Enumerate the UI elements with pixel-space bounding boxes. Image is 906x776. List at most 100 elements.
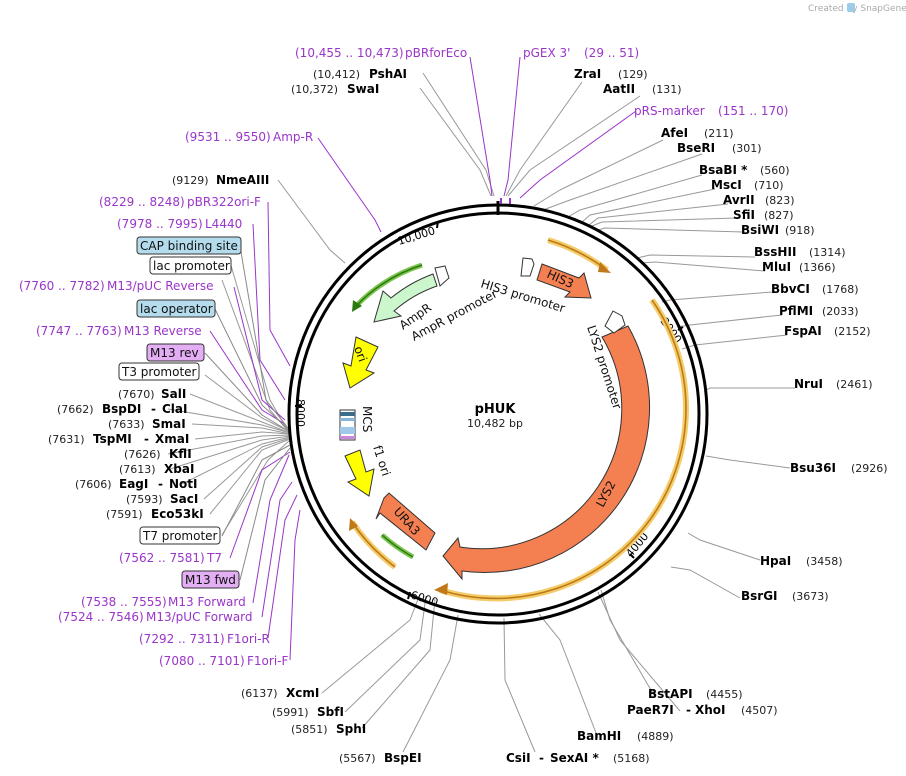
primer-name: pRS-marker: [634, 104, 705, 118]
site-pos: (4455): [706, 688, 743, 701]
site-name: MluI: [762, 260, 791, 274]
feature-box-lac-operator: [136, 299, 216, 318]
site-name: SmaI: [152, 417, 186, 431]
site-name: SfiI: [733, 208, 755, 222]
site-name: BsrGI: [741, 589, 778, 603]
primer-name: F1ori-R: [227, 632, 270, 646]
site-name: PflMI: [779, 304, 813, 318]
site-pos: (827): [764, 209, 794, 222]
site-name: FspAI: [784, 324, 822, 338]
site-pos: (129): [618, 68, 648, 81]
site-pos: (1768): [822, 283, 859, 296]
ampr-extent-line: [356, 264, 423, 306]
primer-range: (7524 .. 7546): [58, 610, 144, 624]
site-name: BstAPI: [648, 687, 693, 701]
site-name: XcmI: [286, 686, 319, 700]
site-name: AfeI: [661, 126, 688, 140]
tick-label: 8000: [294, 399, 307, 427]
right-labels: ZraI (129) AatII (131) pRS-marker (151 .…: [506, 67, 888, 765]
left-labels: (9531 .. 9550) Amp-R (9129) NmeAIII (822…: [19, 130, 313, 668]
ura3-extent-arrowhead: [349, 518, 358, 531]
site-pos: (2152): [834, 325, 871, 338]
primer-range: (7747 .. 7763): [36, 324, 122, 338]
site-pos: (4507): [741, 704, 778, 717]
site-name: PshAI: [369, 67, 407, 81]
site-name: TspMI: [93, 432, 132, 446]
site-pos: (10,372): [291, 83, 338, 96]
ampr-promoter-feature: [434, 265, 450, 287]
site-pos: (710): [754, 179, 784, 192]
feature-box-label: M13 rev: [150, 346, 199, 360]
primer-range: (29 .. 51): [584, 46, 639, 60]
feature-box-label: lac operator: [140, 302, 213, 316]
primer-range: (7080 .. 7101): [159, 654, 245, 668]
feature-box-m13fwd: [181, 570, 240, 589]
site-pos: (7633): [108, 418, 145, 431]
primer-name: M13 Forward: [168, 595, 246, 609]
site-pos: (7591): [106, 508, 143, 521]
mcs-band: [340, 418, 355, 421]
mcs-band: [340, 427, 355, 434]
site-pos: (7662): [57, 403, 94, 416]
site-pos: (2461): [836, 378, 873, 391]
his3-feature: [536, 263, 592, 299]
site-name: PaeR7I: [627, 703, 674, 717]
site-pos: (3673): [792, 590, 829, 603]
feature-box-lac-promoter: [149, 256, 232, 275]
feature-box-lines: [204, 245, 291, 581]
feature-box-label: CAP binding site: [140, 239, 238, 253]
primer-name: Amp-R: [273, 130, 313, 144]
site-pos: (7593): [126, 493, 163, 506]
site-pos: (10,412): [313, 68, 360, 81]
primer-name: pBRforEco: [405, 46, 467, 60]
ura3-feature: [375, 492, 436, 551]
site-pos: (7626): [124, 448, 161, 461]
his3-promoter-feature: [520, 257, 535, 277]
ori-feature: [342, 336, 379, 389]
site-name: MscI: [711, 178, 742, 192]
f1ori-feature: [344, 449, 375, 497]
primer-range: (7562 .. 7581): [119, 551, 205, 565]
site-pos: (5991): [272, 706, 309, 719]
lys2-promoter-feature: [604, 310, 626, 334]
site-name: Bsu36I: [790, 461, 836, 475]
site-name: BbvCI: [771, 282, 810, 296]
primer-name: F1ori-F: [247, 654, 288, 668]
site-name: HpaI: [760, 554, 791, 568]
site-name: NotI: [169, 477, 198, 491]
site-sep: -: [539, 751, 544, 765]
feature-box-label: T7 promoter: [142, 529, 218, 543]
site-name: BspEI: [384, 751, 422, 765]
primer-lines: [209, 56, 637, 661]
site-name: NmeAIII: [216, 173, 269, 187]
site-pos: (5567): [339, 752, 376, 765]
ori-label: ori: [351, 344, 369, 363]
site-name: CsiI: [506, 751, 531, 765]
feature-box-t3: [118, 362, 200, 381]
primer-range: (7538 .. 7555): [81, 595, 167, 609]
site-name: BsiWI: [741, 223, 779, 237]
site-name: BsaBI *: [699, 163, 748, 177]
site-pos: (3458): [806, 555, 843, 568]
primer-name: pGEX 3': [523, 46, 570, 60]
site-pos: (211): [704, 127, 734, 140]
primer-range: (10,455 .. 10,473): [295, 46, 404, 60]
his3-extent-arc: [547, 237, 609, 273]
feature-box-m13rev: [146, 343, 205, 362]
site-pos: (823): [765, 194, 795, 207]
site-pos: (560): [760, 164, 790, 177]
mcs-band: [340, 412, 355, 416]
site-name: XmaI: [155, 432, 189, 446]
site-pos: (5851): [291, 723, 328, 736]
site-name: SacI: [170, 492, 198, 506]
site-name: XhoI: [695, 703, 726, 717]
site-pos: (2926): [851, 462, 888, 475]
site-name: XbaI: [164, 462, 194, 476]
site-sep: -: [686, 703, 691, 717]
primer-name: M13 Reverse: [124, 324, 202, 338]
primer-range: (7760 .. 7782): [19, 279, 105, 293]
primer-range: (8229 .. 8248): [99, 195, 185, 209]
site-name: BamHI: [577, 729, 621, 743]
site-name: AvrII: [723, 193, 755, 207]
